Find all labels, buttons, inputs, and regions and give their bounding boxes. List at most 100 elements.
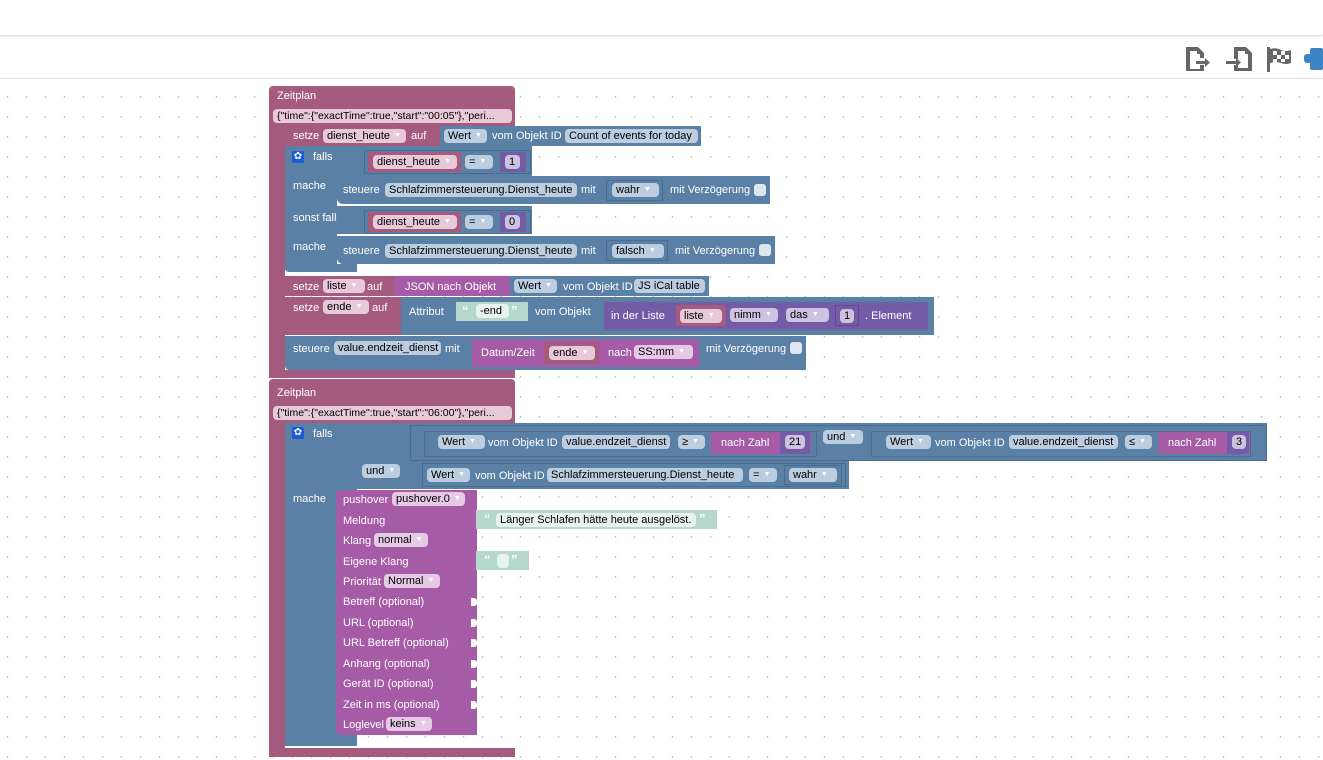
setze-label: setze [293, 302, 320, 314]
variable-dropdown[interactable]: liste▼ [680, 309, 722, 323]
where-dropdown[interactable]: das▼ [786, 308, 829, 322]
number-field[interactable]: 1 [505, 155, 520, 169]
variable-dropdown[interactable]: dienst_heute▼ [373, 215, 457, 229]
delay-checkbox[interactable] [759, 244, 771, 256]
dropdown-arrow-icon: ▼ [648, 247, 656, 255]
wert-dropdown[interactable]: Wert▼ [886, 435, 931, 449]
steuere-label: steuere [343, 245, 380, 257]
number-field[interactable]: 3 [1232, 435, 1246, 449]
sound-dropdown[interactable]: normal▼ [374, 533, 428, 547]
checkered-flag-icon[interactable] [1264, 44, 1294, 74]
object-id-field[interactable]: Schlafzimmersteuerung.Dienst_heute [385, 183, 577, 197]
puzzle-block-icon[interactable] [1302, 44, 1323, 74]
dropdown-arrow-icon: ▼ [355, 303, 363, 311]
top-bar [0, 0, 1323, 36]
operator-dropdown[interactable]: =▼ [465, 215, 493, 229]
and-dropdown[interactable]: und▼ [362, 464, 400, 478]
input-slot[interactable] [471, 639, 477, 647]
loglevel-dropdown[interactable]: keins▼ [386, 717, 432, 731]
text-field[interactable]: -end [476, 304, 509, 318]
wert-dropdown[interactable]: Wert▼ [514, 279, 557, 293]
delay-label: mit Verzögerung [706, 343, 787, 355]
open-quote-icon: “ [462, 303, 469, 318]
export-icon[interactable] [1183, 44, 1213, 74]
attribut-label: Attribut [409, 306, 444, 318]
input-slot[interactable] [471, 680, 477, 688]
dropdown-arrow-icon: ▼ [444, 158, 451, 166]
and-dropdown[interactable]: und▼ [823, 430, 863, 444]
operator-dropdown[interactable]: =▼ [465, 155, 493, 169]
vom-objekt-label: vom Objekt [535, 306, 591, 318]
object-id-field[interactable]: value.endzeit_dienst [1009, 435, 1118, 449]
variable-dropdown[interactable]: dienst_heute▼ [373, 155, 457, 169]
variable-name: liste [327, 280, 347, 292]
delay-checkbox[interactable] [790, 342, 802, 354]
object-id-field[interactable]: JS iCal table [634, 279, 705, 293]
boolean-dropdown[interactable]: wahr▼ [789, 468, 837, 482]
dropdown-arrow-icon: ▼ [917, 438, 924, 446]
variable-dropdown[interactable]: ende▼ [549, 346, 595, 360]
mode-dropdown[interactable]: nimm▼ [730, 308, 778, 322]
schedule-config-field[interactable]: {"time":{"exactTime":true,"start":"00:05… [273, 109, 512, 123]
variable-dropdown[interactable]: dienst_heute▼ [323, 129, 406, 143]
priority-dropdown[interactable]: Normal▼ [384, 574, 440, 588]
object-id-field[interactable]: Schlafzimmersteuerung.Dienst_heute [385, 244, 577, 258]
dropdown-arrow-icon: ▼ [678, 348, 685, 356]
boolean-dropdown[interactable]: wahr▼ [612, 183, 659, 197]
number-field[interactable]: 1 [840, 309, 854, 323]
mit-label: mit [445, 343, 460, 355]
schedule-block-1-spine [269, 120, 285, 378]
format-dropdown[interactable]: SS:mm▼ [634, 345, 693, 359]
variable-dropdown[interactable]: ende▼ [323, 300, 369, 314]
json-to-object-block[interactable] [394, 276, 514, 296]
dropdown-arrow-icon: ▼ [581, 349, 589, 357]
number-field[interactable]: 21 [785, 435, 805, 449]
schedule-title: Zeitplan [277, 387, 317, 399]
operator-dropdown[interactable]: =▼ [749, 468, 777, 482]
wert-dropdown[interactable]: Wert▼ [444, 129, 487, 143]
input-slot[interactable] [471, 619, 477, 627]
delay-checkbox[interactable] [754, 184, 766, 196]
json-label: JSON nach Objekt [405, 281, 497, 293]
object-id-field[interactable]: value.endzeit_dienst [334, 341, 441, 355]
input-slot[interactable] [471, 701, 477, 709]
variable-name: ende [553, 347, 578, 359]
operator: = [753, 469, 760, 481]
text-field[interactable] [497, 554, 509, 568]
dropdown-arrow-icon: ▼ [419, 720, 427, 728]
operator: ≤ [1129, 436, 1136, 448]
input-slot[interactable] [471, 660, 477, 668]
nach-zahl-label: nach Zahl [721, 437, 770, 449]
object-id-field[interactable]: Schlafzimmersteuerung.Dienst_heute [547, 468, 743, 482]
operator-dropdown[interactable]: ≥▼ [678, 435, 705, 449]
steuere-label: steuere [293, 343, 330, 355]
schedule-block-1-bottom [269, 370, 515, 378]
import-icon[interactable] [1224, 44, 1254, 74]
object-id-label: vom Objekt ID [475, 470, 545, 482]
input-slot[interactable] [471, 598, 477, 606]
auf-label: auf [367, 281, 383, 293]
toolbar [0, 37, 1323, 79]
instance-dropdown[interactable]: pushover.0▼ [392, 492, 465, 506]
anhang-label: Anhang (optional) [343, 658, 430, 670]
variable-dropdown[interactable]: liste▼ [323, 279, 365, 293]
dropdown-arrow-icon: ▼ [350, 282, 358, 290]
object-id-field[interactable]: Count of events for today [565, 129, 698, 143]
wert-dropdown[interactable]: Wert▼ [427, 468, 470, 482]
open-quote-icon: “ [484, 552, 491, 567]
boolean-value: wahr [616, 184, 640, 196]
pushover-block[interactable] [336, 490, 477, 735]
instance-value: pushover.0 [396, 493, 450, 505]
operator-dropdown[interactable]: ≤▼ [1125, 435, 1152, 449]
number-field[interactable]: 0 [505, 215, 520, 229]
gear-icon[interactable]: ✿ [292, 427, 304, 439]
blockly-workspace[interactable] [0, 79, 1323, 760]
wert-dropdown[interactable]: Wert▼ [438, 435, 485, 449]
boolean-dropdown[interactable]: falsch▼ [612, 244, 664, 258]
object-id-field[interactable]: value.endzeit_dienst [562, 435, 670, 449]
schedule-config-field[interactable]: {"time":{"exactTime":true,"start":"06:00… [273, 406, 512, 420]
object-id-label: vom Objekt ID [935, 437, 1005, 449]
gear-icon[interactable]: ✿ [292, 151, 304, 163]
text-field[interactable]: Länger Schlafen hätte heute ausgelöst. [496, 513, 696, 527]
pushover-label: pushover [343, 494, 389, 506]
